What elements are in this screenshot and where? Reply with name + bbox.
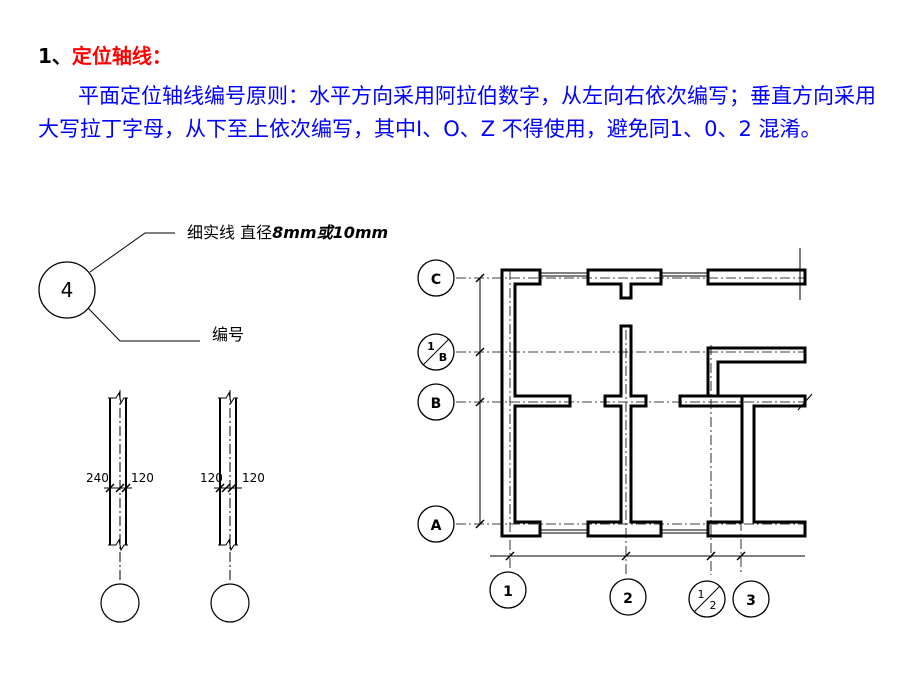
col-axis-1-over-2: 1 2	[688, 580, 726, 618]
col-axis-1: 1	[489, 571, 527, 609]
floor-plan	[456, 248, 813, 575]
section-heading: 1、定位轴线：	[38, 40, 172, 69]
svg-text:C: C	[431, 272, 441, 288]
svg-text:3: 3	[746, 593, 756, 609]
col-axis-2: 2	[609, 578, 647, 616]
svg-text:B: B	[431, 396, 442, 412]
axis-circle-example	[38, 261, 96, 319]
svg-text:1: 1	[427, 340, 435, 353]
wall-detail-right	[210, 390, 250, 623]
dim-120-b: 120	[200, 471, 223, 485]
axis-legend: 4 细实线 直径8mm或10mm 编号	[38, 223, 388, 344]
description-paragraph: 平面定位轴线编号原则：水平方向采用阿拉伯数字，从左向右依次编写；垂直方向采用大写…	[38, 80, 878, 146]
col-axis-3: 3	[732, 580, 770, 618]
svg-text:2: 2	[623, 591, 633, 607]
legend-circle-number: 4	[61, 278, 74, 302]
row-axis-a: A	[417, 505, 455, 543]
row-axis-c: C	[417, 259, 455, 297]
row-axis-b: B	[417, 383, 455, 421]
svg-text:A: A	[431, 518, 442, 534]
svg-text:2: 2	[710, 599, 717, 612]
leader-line-top	[89, 232, 175, 273]
dim-120-c: 120	[242, 471, 265, 485]
heading-title: 定位轴线：	[71, 44, 172, 68]
leader-line-bottom	[87, 307, 200, 342]
number-label: 编号	[212, 325, 244, 344]
thin-line-label: 细实线 直径8mm或10mm	[187, 223, 388, 242]
dim-240: 240	[86, 471, 109, 485]
axis-circle-blank-right	[210, 583, 250, 623]
heading-number: 1、	[38, 44, 72, 68]
svg-text:B: B	[439, 351, 447, 364]
dim-120-a: 120	[131, 471, 154, 485]
row-axis-1-over-b: 1 B	[417, 333, 455, 371]
wall-detail-left	[100, 390, 140, 623]
axis-circle-blank-left	[100, 583, 140, 623]
paragraph-text: 平面定位轴线编号原则：水平方向采用阿拉伯数字，从左向右依次编写；垂直方向采用大写…	[38, 84, 876, 141]
svg-text:1: 1	[503, 584, 513, 600]
svg-text:1: 1	[698, 588, 705, 601]
